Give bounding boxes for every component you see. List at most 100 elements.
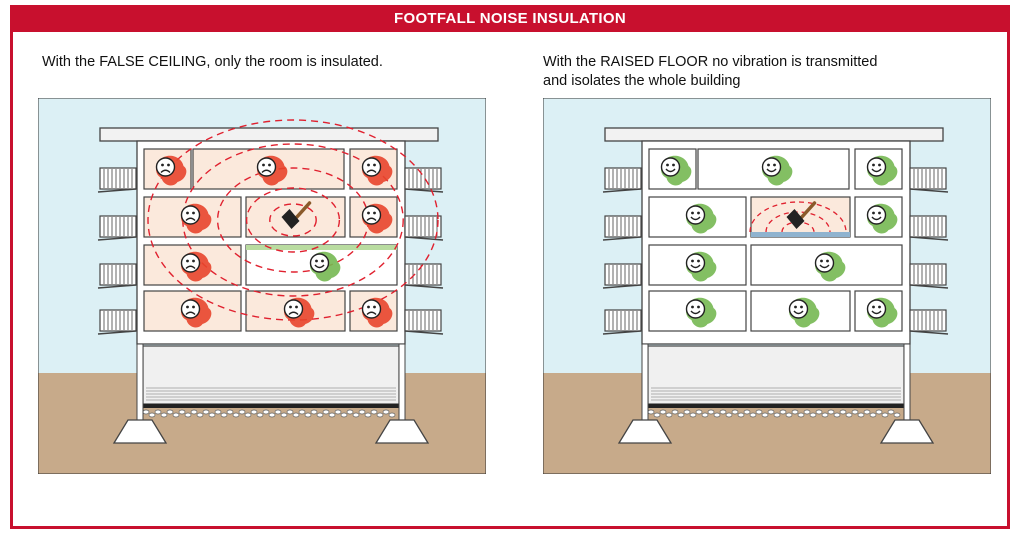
gravel-stone: [214, 409, 222, 415]
gravel-stone: [683, 409, 691, 415]
face-mouth: [690, 310, 701, 315]
balcony-right: [909, 309, 949, 335]
balcony-left: [97, 215, 137, 241]
balcony-left: [97, 309, 137, 335]
face-eye-left: [367, 163, 370, 167]
balcony-slab: [97, 236, 137, 241]
hammer-head: [786, 209, 805, 229]
face-eye-left: [794, 305, 797, 309]
gravel-stone: [238, 409, 246, 415]
hammer-icon: [786, 201, 817, 229]
gravel-stone: [665, 412, 673, 418]
face-eye-right: [800, 305, 803, 309]
face-mouth: [766, 168, 777, 173]
face-mouth: [185, 311, 196, 316]
face-mouth: [819, 264, 830, 269]
gravel-stone: [893, 412, 901, 418]
balcony-slab: [602, 284, 642, 289]
gravel-stone: [749, 412, 757, 418]
face-mouth: [793, 310, 804, 315]
face-mouth: [665, 168, 676, 173]
gravel-stone: [827, 409, 835, 415]
face-circle: [256, 157, 277, 177]
face-eye-right: [878, 305, 881, 309]
gravel-stone: [821, 412, 829, 418]
gravel-stone: [250, 409, 258, 415]
face-circle: [283, 299, 304, 319]
gravel-stone: [767, 409, 775, 415]
gravel-stone: [713, 412, 721, 418]
happy-face-icon: [685, 251, 717, 282]
balcony-slab: [404, 284, 444, 289]
face-eye-left: [872, 163, 875, 167]
wave-ring: [245, 187, 341, 253]
face-mouth: [185, 217, 196, 222]
happy-face-icon: [309, 251, 341, 282]
gravel-stone: [310, 409, 318, 415]
gravel-stone: [274, 409, 282, 415]
hammer-icon: [281, 201, 312, 229]
gravel-stone: [887, 409, 895, 415]
wave-ring: [765, 211, 831, 233]
gravel-stone: [262, 409, 270, 415]
happy-face-icon: [660, 155, 692, 186]
balcony-rail-box: [604, 167, 642, 190]
sad-face-icon: [361, 297, 393, 328]
face-circle: [361, 299, 382, 319]
face-eye-right: [697, 211, 700, 215]
wave-ring: [749, 201, 847, 233]
face-mouth: [871, 168, 882, 173]
face-circle: [685, 205, 706, 225]
false-ceiling-building: [38, 98, 486, 474]
gravel-stone: [208, 412, 216, 418]
balcony-left: [97, 263, 137, 289]
balcony-left: [602, 263, 642, 289]
happy-face-icon: [814, 251, 846, 282]
face-eye-left: [161, 163, 164, 167]
right-caption: With the RAISED FLOOR no vibration is tr…: [543, 53, 963, 91]
face-circle: [361, 205, 382, 225]
balcony-slab: [404, 236, 444, 241]
face-eye-left: [367, 305, 370, 309]
sad-face-icon: [283, 297, 315, 328]
gravel-stone: [166, 409, 174, 415]
face-eye-right: [295, 305, 298, 309]
column-right: [903, 343, 911, 421]
face-eye-right: [878, 211, 881, 215]
gravel-stone: [202, 409, 210, 415]
gravel-stone: [707, 409, 715, 415]
balcony-rail-box: [99, 167, 137, 190]
raised-floor-building: [543, 98, 991, 474]
face-circle: [309, 253, 330, 273]
gravel-stone: [244, 412, 252, 418]
gravel-stone: [184, 412, 192, 418]
wave-ring: [269, 203, 317, 237]
balcony-slab: [97, 330, 137, 335]
gravel-stone: [659, 409, 667, 415]
face-eye-left: [872, 211, 875, 215]
face-circle: [361, 157, 382, 177]
face-circle: [685, 253, 706, 273]
face-mouth: [366, 217, 377, 222]
footing-left: [617, 419, 673, 444]
balcony-rail-box: [404, 167, 442, 190]
face-circle: [660, 157, 681, 177]
sad-face-icon: [180, 297, 212, 328]
face-eye-right: [167, 163, 170, 167]
basement: [142, 345, 400, 405]
balcony-right: [404, 167, 444, 193]
balcony-rail-box: [604, 215, 642, 238]
face-eye-right: [826, 259, 829, 263]
gravel-stone: [304, 412, 312, 418]
gravel-stone: [677, 412, 685, 418]
gravel-stone: [869, 412, 877, 418]
gravel-stone: [695, 409, 703, 415]
gravel-stone: [785, 412, 793, 418]
balcony-slab: [602, 236, 642, 241]
face-eye-left: [186, 211, 189, 215]
balcony-right: [909, 167, 949, 193]
raised-floor-layer: [751, 232, 850, 237]
gravel-stone: [334, 409, 342, 415]
gravel-stone: [737, 412, 745, 418]
face-circle: [180, 205, 201, 225]
